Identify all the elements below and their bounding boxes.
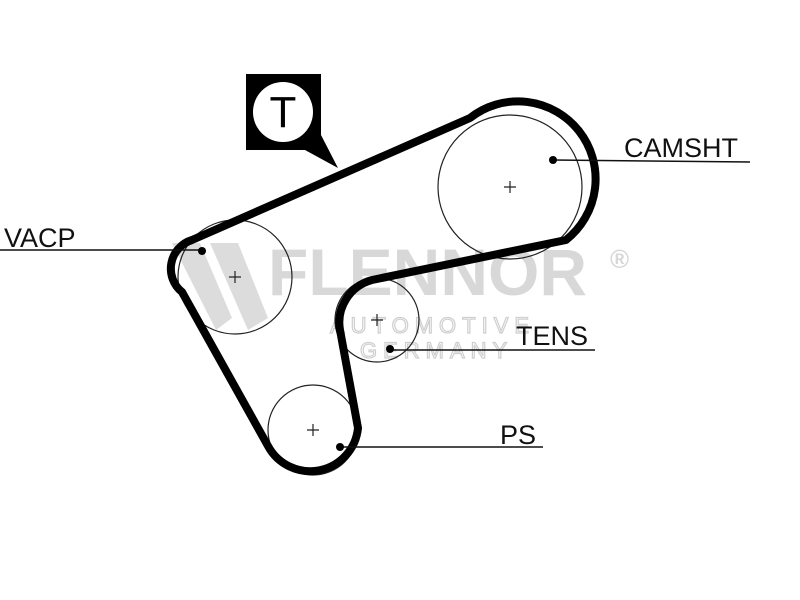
timing-belt (166, 97, 600, 476)
label-vacp: VACP (4, 223, 76, 253)
pulley-camsht (437, 114, 583, 260)
watermark-line1: AUTOMOTIVE (330, 313, 535, 338)
tensioner-badge-icon: T (246, 74, 338, 168)
watermark-registered: ® (610, 244, 629, 274)
label-tens: TENS (516, 321, 588, 351)
label-ps: PS (500, 420, 536, 450)
watermark-logo-icon (172, 243, 232, 330)
label-camsht: CAMSHT (624, 133, 738, 163)
badge-letter: T (270, 88, 297, 137)
center-marks (229, 181, 516, 436)
